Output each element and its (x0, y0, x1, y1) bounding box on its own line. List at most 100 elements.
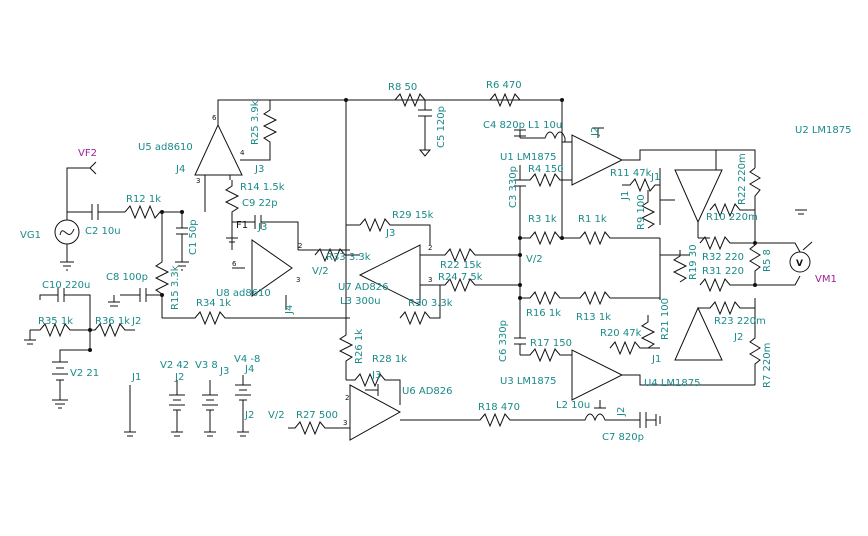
label-r34: R34 1k (196, 298, 231, 309)
label-u6: U6 AD826 (402, 386, 453, 397)
label-r14: R14 1.5k (240, 182, 285, 193)
label-r23: R23 220m (714, 316, 766, 327)
pin-4: 4 (240, 149, 245, 157)
label-j1-r9: J1 (620, 191, 631, 201)
label-r21: R21 100 (660, 298, 671, 340)
label-r6: R6 470 (486, 80, 522, 91)
label-c3: C3 330p (508, 166, 519, 208)
u4-opamp[interactable] (674, 306, 723, 361)
label-r31: R31 220 (702, 266, 744, 277)
u3-opamp[interactable] (571, 349, 624, 401)
u6-opamp[interactable] (349, 384, 402, 441)
label-r20: R20 47k (600, 328, 642, 339)
label-c1: C1 50p (188, 219, 199, 255)
label-vhalf-a: V/2 (312, 266, 329, 277)
label-j4-v4: J4 (244, 364, 254, 375)
label-r8: R8 50 (388, 82, 417, 93)
pin-3-u6: 3 (343, 419, 347, 427)
label-u3: U3 LM1875 (500, 376, 557, 387)
label-c4: C4 820p (483, 120, 525, 131)
label-r28: R28 1k (372, 354, 407, 365)
label-j1-u1: J1 (650, 172, 660, 183)
label-j2-input: J2 (131, 316, 141, 327)
label-r33: R33 3.3k (326, 252, 371, 263)
label-vf2: VF2 (78, 148, 97, 159)
label-c9: C9 22p (242, 198, 278, 209)
label-r4: R4 150 (528, 164, 564, 175)
label-c10: C10 220u (42, 280, 90, 291)
label-r32: R32 220 (702, 252, 744, 263)
component-labels: VF2 VG1 C2 10u R12 1k C1 50p U5 ad8610 J… (20, 80, 852, 443)
pin-6-u8: 6 (232, 260, 237, 268)
vm1-voltmeter[interactable] (789, 241, 813, 273)
label-j3-u6: J3 (371, 370, 381, 381)
label-j3-u7: J3 (385, 228, 395, 239)
u7-section (314, 98, 520, 326)
label-r24: R24 7.5k (438, 272, 483, 283)
label-vhalf-b: V/2 (526, 254, 543, 265)
label-j2-u3: J2 (616, 407, 627, 417)
label-r22-220m: R22 220m (737, 153, 748, 205)
label-r17: R17 150 (530, 338, 572, 349)
label-r19: R19 30 (688, 244, 699, 280)
label-vm1: VM1 (815, 274, 837, 285)
u5-opamp[interactable] (194, 99, 560, 212)
label-c7: C7 820p (602, 432, 644, 443)
label-r35: R35 1k (38, 316, 73, 327)
top-feedback-network (394, 92, 572, 238)
pin-6: 6 (212, 114, 217, 122)
label-v2-42: V2 42 (160, 360, 189, 371)
u6-section (288, 318, 562, 441)
label-r5: R5 8 (762, 249, 773, 272)
pin-3-u8: 3 (296, 276, 300, 284)
label-r10: R10 220m (706, 212, 758, 223)
supplies-row (124, 375, 251, 437)
label-r7: R7 220m (762, 343, 773, 388)
label-u4: U4 LM1875 (644, 378, 701, 389)
pin-2-u7: 2 (428, 244, 432, 252)
label-c6: C6 330p (498, 320, 509, 362)
label-r36: R36 1k (95, 316, 130, 327)
output-section (659, 220, 801, 300)
label-u1: U1 LM1875 (500, 152, 557, 163)
input-source-section (24, 161, 350, 409)
label-r11: R11 47k (610, 168, 652, 179)
label-l1: L1 10u (528, 120, 562, 131)
label-r29: R29 15k (392, 210, 434, 221)
label-j4-u8: J4 (284, 305, 295, 315)
u8-section (224, 180, 350, 310)
label-f1: F1 (236, 220, 248, 231)
pin-2-u8: 2 (298, 242, 302, 250)
label-r25: R25 3.9k (250, 100, 261, 145)
label-vhalf-c: V/2 (268, 410, 285, 421)
u3-section (514, 290, 761, 428)
u1-opamp[interactable] (571, 134, 756, 186)
u2-section (622, 150, 761, 239)
label-c8: C8 100p (106, 272, 148, 283)
label-j2-v2: J2 (174, 372, 184, 383)
label-j4-u5: J4 (175, 164, 185, 175)
label-u2: U2 LM1875 (795, 125, 852, 136)
u2-opamp[interactable] (674, 169, 723, 224)
label-j3-v3: J3 (219, 366, 229, 377)
label-u7: U7 AD826 (338, 282, 389, 293)
label-j2-v4: J2 (244, 410, 254, 421)
pin-3-u7: 3 (428, 276, 432, 284)
pin-2-u6: 2 (345, 394, 349, 402)
label-l2: L2 10u (556, 400, 590, 411)
label-j2-u1: J2 (590, 127, 601, 137)
label-j2-u4: J2 (733, 332, 743, 343)
label-r22-15k: R22 15k (440, 260, 482, 271)
label-v3: V3 8 (195, 360, 218, 371)
vg1-source-symbol[interactable] (54, 219, 80, 245)
u8-opamp[interactable] (251, 239, 293, 297)
voltmeter-symbol: V (796, 259, 803, 269)
j2-ground-u1 (592, 127, 604, 138)
label-u5: U5 ad8610 (138, 142, 193, 153)
label-r27: R27 500 (296, 410, 338, 421)
label-r12: R12 1k (126, 194, 161, 205)
u7-opamp[interactable] (358, 244, 421, 306)
label-j3-u5: J3 (254, 164, 264, 175)
u2-ground (795, 209, 807, 215)
